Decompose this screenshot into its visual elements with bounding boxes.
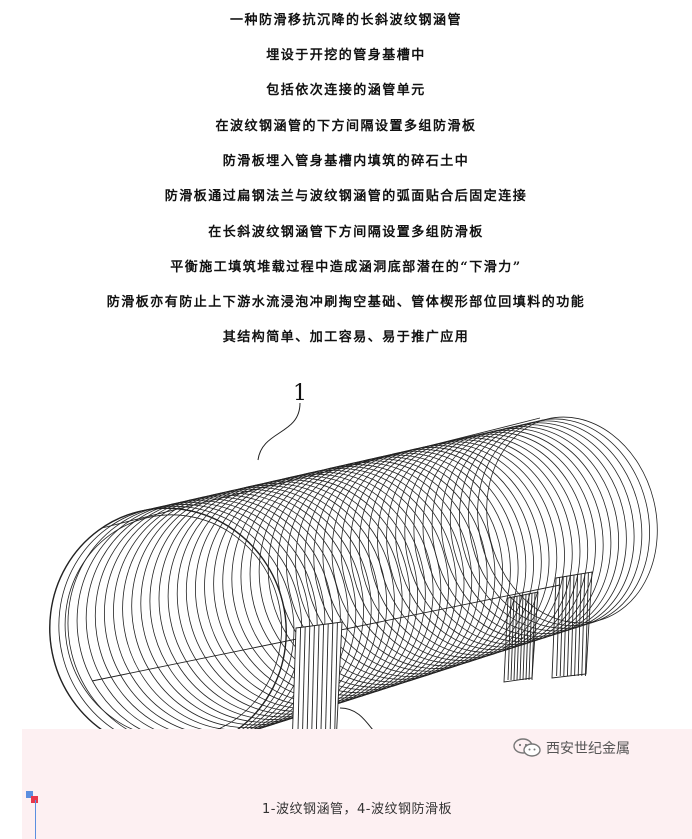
watermark: 西安世纪金属 <box>512 737 630 759</box>
plate-hatch <box>306 626 311 740</box>
ring <box>58 505 295 740</box>
decor-mark-red <box>31 796 38 803</box>
decor-line-blue <box>35 800 36 839</box>
plate-hatch <box>329 623 334 740</box>
leader-line-pipe <box>257 402 301 461</box>
description-line: 在长斜波纹钢涵管下方间隔设置多组防滑板 <box>208 225 484 240</box>
plate-hatch <box>320 624 325 740</box>
wechat-icon <box>513 738 541 757</box>
plate-hatch <box>528 593 533 681</box>
ring-front-edge <box>49 507 287 740</box>
leader-line-plate <box>339 707 383 740</box>
caption-band <box>22 729 692 839</box>
plate-hatch <box>297 627 302 740</box>
ring <box>458 422 635 632</box>
description-line: 防滑板埋入管身基槽内填筑的碎石土中 <box>222 154 470 169</box>
figure-caption: 1-波纹钢涵管，4-波纹钢防滑板 <box>262 802 452 817</box>
description-line: 平衡施工填筑堆载过程中造成涵洞底部潜在的“下滑力” <box>170 260 522 275</box>
plate-hatch <box>516 595 521 681</box>
description-line: 防滑板亦有防止上下游水流浸泡冲刷掏空基础、管体楔形部位回填料的功能 <box>106 295 586 310</box>
description-line: 包括依次连接的涵管单元 <box>266 83 426 98</box>
description-line: 埋设于开挖的管身基槽中 <box>266 48 426 63</box>
watermark-text: 西安世纪金属 <box>546 741 630 757</box>
culvert-pipe-drawing: 1 4 <box>49 381 658 740</box>
plate-hatch <box>324 623 329 740</box>
plate-hatch <box>525 593 530 681</box>
plate-hatch <box>556 577 561 677</box>
anti-slip-plate-1 <box>291 621 343 740</box>
plate-hatch <box>315 624 320 740</box>
description-line: 在波纹钢涵管的下方间隔设置多组防滑板 <box>215 119 477 134</box>
seam-top <box>101 417 541 529</box>
plate-hatch <box>522 594 527 681</box>
ring <box>449 424 627 635</box>
plate-hatch <box>334 622 338 740</box>
anti-slip-plate-2 <box>503 591 539 683</box>
description-line: 其结构简单、加工容易、易于推广应用 <box>222 330 470 345</box>
plate-hatch <box>563 576 568 677</box>
description-line: 一种防滑移抗沉降的长斜波纹钢涵管 <box>229 13 462 28</box>
anti-slip-plates-front <box>291 621 343 740</box>
label-pipe: 1 <box>293 381 307 406</box>
corrugated-rings <box>49 416 658 740</box>
plate-hatch <box>311 625 315 740</box>
plate-hatch <box>519 594 524 681</box>
plate-hatch <box>301 626 306 740</box>
decor-mark-blue <box>26 791 33 798</box>
plate-outline <box>551 571 593 679</box>
description-line: 防滑板通过扁钢法兰与波纹钢涵管的弧面贴合后固定连接 <box>164 189 528 204</box>
